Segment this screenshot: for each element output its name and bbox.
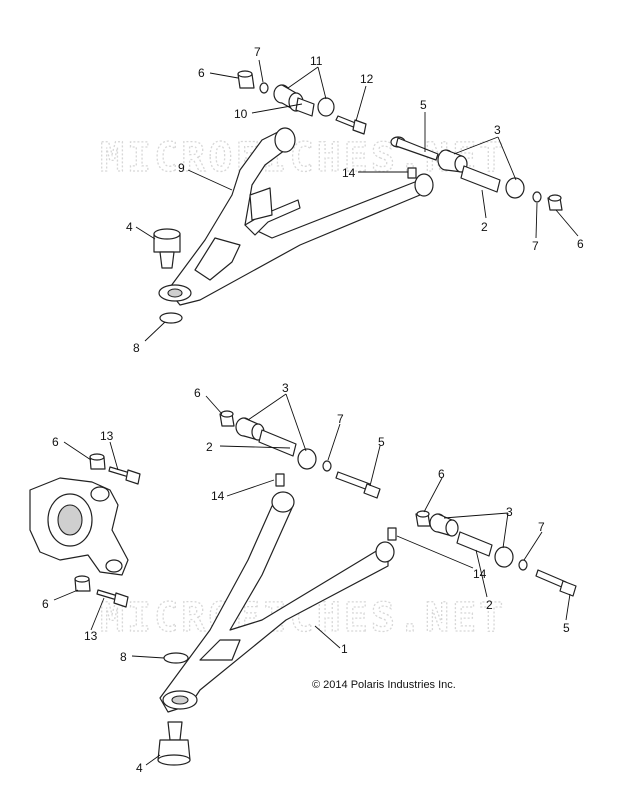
lower-rear-washer	[518, 559, 528, 571]
lower-a-arm-assembly: 6 3 7 5 2 6 13 14 6 3 7 14 6 13 2 5 8 1 …	[29, 381, 577, 775]
upper-a-arm-front-pivot	[274, 127, 296, 153]
lower-front-spacer	[258, 429, 297, 457]
upper-ball-joint-hole	[167, 288, 183, 298]
lower-rear-bushing-1	[429, 513, 459, 537]
lower-rear-bushing-2	[494, 546, 514, 568]
copyright-notice: © 2014 Polaris Industries Inc.	[312, 679, 456, 691]
upper-a-arm	[167, 129, 433, 306]
callout-9: 9	[178, 161, 185, 175]
callout-6-upper-front: 6	[198, 66, 205, 80]
callout-13-knuckle-lower: 13	[84, 629, 98, 643]
knuckle-lower-nut	[74, 575, 91, 592]
upper-grease-fitting	[407, 167, 417, 179]
callout-6-upper-rear: 6	[577, 237, 584, 251]
lower-front-bolt	[335, 471, 381, 499]
callout-2-lower-rear: 2	[486, 598, 493, 612]
callout-3-upper: 3	[494, 123, 501, 137]
callout-1: 1	[341, 642, 348, 656]
upper-front-bolt	[335, 115, 367, 135]
callout-14-lower-front: 14	[211, 489, 225, 503]
callout-8-lower: 8	[120, 650, 127, 664]
upper-ball-joint	[153, 228, 181, 269]
callout-7-lower-rear: 7	[538, 520, 545, 534]
callout-3-lower-rear: 3	[506, 505, 513, 519]
lower-front-nut	[219, 410, 235, 427]
callout-6-knuckle-lower: 6	[42, 597, 49, 611]
lower-rear-nut	[415, 510, 431, 527]
lower-ball-joint	[157, 721, 191, 766]
lower-front-washer	[322, 460, 332, 472]
callout-14-upper: 14	[342, 166, 356, 180]
callout-6-lower-rear: 6	[438, 467, 445, 481]
lower-rear-bolt	[535, 569, 577, 597]
callout-2-upper: 2	[481, 220, 488, 234]
upper-a-arm-gusset	[194, 237, 241, 281]
lower-rear-grease-fitting	[387, 527, 397, 541]
callout-2-lower-front: 2	[206, 440, 213, 454]
knuckle-upper-bolt	[108, 466, 141, 485]
callout-8-upper: 8	[133, 341, 140, 355]
upper-rear-bushing-2	[505, 177, 525, 199]
callout-4-upper: 4	[126, 220, 133, 234]
upper-rear-bushing-1	[437, 149, 468, 173]
knuckle-lower-bolt	[96, 589, 129, 608]
callout-4-lower: 4	[136, 761, 143, 775]
upper-rear-spacer	[460, 165, 501, 193]
callout-7-upper-rear: 7	[532, 239, 539, 253]
callout-3-lower-front: 3	[282, 381, 289, 395]
callout-11: 11	[310, 54, 323, 68]
lower-rear-spacer	[456, 531, 493, 557]
lower-front-grease-fitting	[275, 473, 285, 487]
upper-front-washer	[259, 82, 269, 94]
lower-a-arm-front-pivot	[271, 491, 295, 513]
upper-front-nut	[237, 70, 255, 89]
callout-13-knuckle-upper: 13	[100, 429, 114, 443]
lower-a-arm-brace	[199, 639, 241, 661]
lower-front-bushing-2	[297, 448, 317, 470]
callout-10: 10	[234, 107, 248, 121]
upper-retaining-ring	[159, 312, 183, 324]
upper-front-bushing-2	[317, 97, 335, 117]
callout-14-lower-rear: 14	[473, 567, 487, 581]
callout-12: 12	[360, 72, 374, 86]
upper-a-arm-assembly: 7 6 11 12 10 5 3 9 14 4 2 7 6 8	[126, 45, 584, 355]
callout-6-lower-front: 6	[194, 386, 201, 400]
callout-5-lower-front: 5	[378, 435, 385, 449]
upper-rear-washer	[532, 191, 542, 203]
upper-a-arm-rear-pivot	[414, 173, 434, 197]
callout-6-knuckle-upper: 6	[52, 435, 59, 449]
lower-retaining-ring	[163, 652, 189, 664]
upper-rear-nut	[547, 194, 563, 211]
steering-knuckle	[29, 477, 129, 576]
lower-a-arm-rear-pivot	[375, 541, 395, 563]
callout-5-upper: 5	[420, 98, 427, 112]
callout-5-lower-rear: 5	[563, 621, 570, 635]
upper-front-spacer	[295, 97, 315, 117]
knuckle-upper-nut	[89, 453, 106, 470]
callout-7-upper-front: 7	[254, 45, 261, 59]
upper-a-arm-bracket	[249, 187, 273, 221]
callout-7-lower-front: 7	[337, 412, 344, 426]
lower-ball-joint-hole	[171, 695, 189, 705]
lower-front-bushing-1	[235, 417, 265, 441]
